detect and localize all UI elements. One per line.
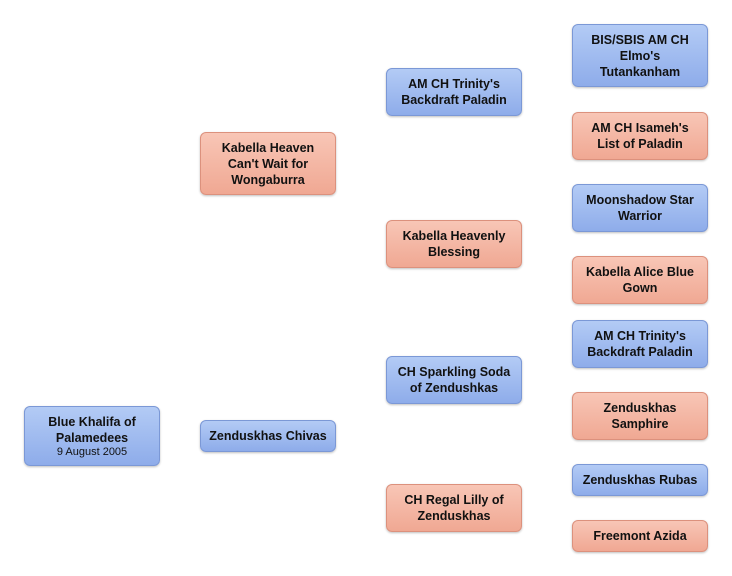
sire-dam-sire-name: Moonshadow Star Warrior — [586, 193, 694, 223]
dam-name: Zenduskhas Chivas — [209, 429, 327, 443]
sire-sire-sire-box: BIS/SBIS AM CH Elmo's Tutankanham — [572, 24, 708, 87]
sire-box: Kabella Heaven Can't Wait for Wongaburra — [200, 132, 336, 195]
dam-dam-dam-name: Freemont Azida — [593, 529, 687, 543]
dam-box: Zenduskhas Chivas — [200, 420, 336, 452]
sire-sire-box: AM CH Trinity's Backdraft Paladin — [386, 68, 522, 116]
dam-dam-dam-box: Freemont Azida — [572, 520, 708, 552]
subject-dog-birthdate: 9 August 2005 — [56, 445, 128, 458]
sire-sire-dam-box: AM CH Isameh's List of Paladin — [572, 112, 708, 160]
sire-dam-sire-box: Moonshadow Star Warrior — [572, 184, 708, 232]
dam-dam-name: CH Regal Lilly of Zenduskhas — [404, 493, 504, 523]
dam-sire-sire-box: AM CH Trinity's Backdraft Paladin — [572, 320, 708, 368]
sire-dam-dam-box: Kabella Alice Blue Gown — [572, 256, 708, 304]
sire-dam-box: Kabella Heavenly Blessing — [386, 220, 522, 268]
subject-dog-name: Blue Khalifa of Palamedees — [48, 414, 136, 445]
sire-dam-dam-name: Kabella Alice Blue Gown — [586, 265, 694, 295]
sire-sire-name: AM CH Trinity's Backdraft Paladin — [401, 77, 507, 107]
dam-sire-sire-name: AM CH Trinity's Backdraft Paladin — [587, 329, 693, 359]
dam-sire-name: CH Sparkling Soda of Zendushkas — [397, 365, 511, 395]
subject-dog-box: Blue Khalifa of Palamedees 9 August 2005 — [24, 406, 160, 466]
sire-sire-sire-name: BIS/SBIS AM CH Elmo's Tutankanham — [591, 32, 689, 79]
sire-name: Kabella Heaven Can't Wait for Wongaburra — [221, 140, 315, 187]
sire-sire-dam-name: AM CH Isameh's List of Paladin — [591, 121, 689, 151]
dam-dam-sire-name: Zenduskhas Rubas — [582, 473, 698, 487]
dam-sire-dam-name: Zenduskhas Samphire — [603, 401, 677, 431]
dam-sire-dam-box: Zenduskhas Samphire — [572, 392, 708, 440]
dam-dam-box: CH Regal Lilly of Zenduskhas — [386, 484, 522, 532]
dam-dam-sire-box: Zenduskhas Rubas — [572, 464, 708, 496]
dam-sire-box: CH Sparkling Soda of Zendushkas — [386, 356, 522, 404]
sire-dam-name: Kabella Heavenly Blessing — [402, 229, 506, 259]
